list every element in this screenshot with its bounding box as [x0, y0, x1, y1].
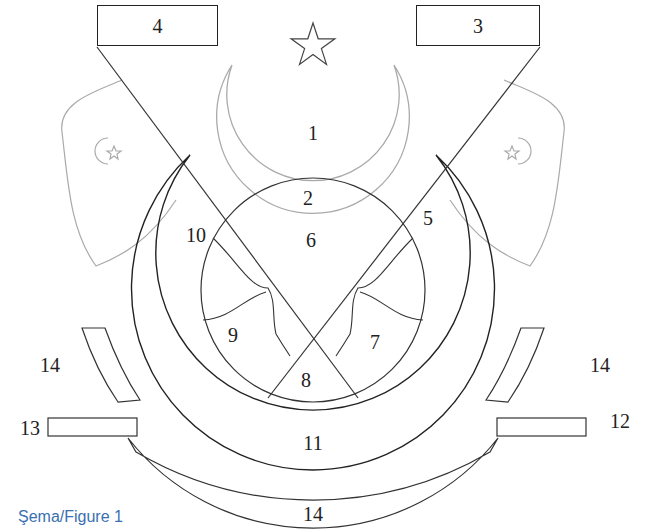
central-disc	[201, 178, 425, 402]
callout-number: 14	[40, 354, 60, 376]
right-flag	[450, 80, 564, 266]
figure-caption: Şema/Figure 1	[18, 508, 123, 526]
bar	[48, 418, 137, 436]
callout-number: 8	[301, 369, 311, 391]
inner-flag	[203, 238, 290, 356]
callout-number: 14	[303, 503, 323, 525]
callout-number: 7	[370, 331, 380, 353]
callout-number: 2	[303, 187, 313, 209]
callout-number: 1	[308, 122, 318, 144]
callout-number: 11	[303, 432, 322, 454]
callout-number: 13	[20, 417, 40, 439]
ribbon	[486, 328, 544, 402]
flag-pole	[97, 47, 358, 398]
flag-pole	[268, 47, 540, 398]
number-box: 4	[97, 5, 218, 46]
upper-crescent	[217, 65, 410, 213]
number-box: 3	[416, 5, 540, 46]
callout-number: 10	[186, 224, 206, 246]
callout-number: 9	[228, 324, 238, 346]
callout-number: 4	[153, 15, 163, 37]
inner-flag	[336, 238, 423, 356]
callout-number: 3	[473, 15, 483, 37]
callout-number: 12	[610, 410, 630, 432]
callout-number: 6	[306, 229, 316, 251]
lower-crescent	[131, 155, 494, 470]
bar	[497, 418, 586, 436]
callout-number: 14	[590, 354, 610, 376]
left-flag	[62, 80, 176, 266]
star	[291, 23, 335, 64]
callout-number: 5	[423, 207, 433, 229]
ribbon	[82, 328, 140, 402]
